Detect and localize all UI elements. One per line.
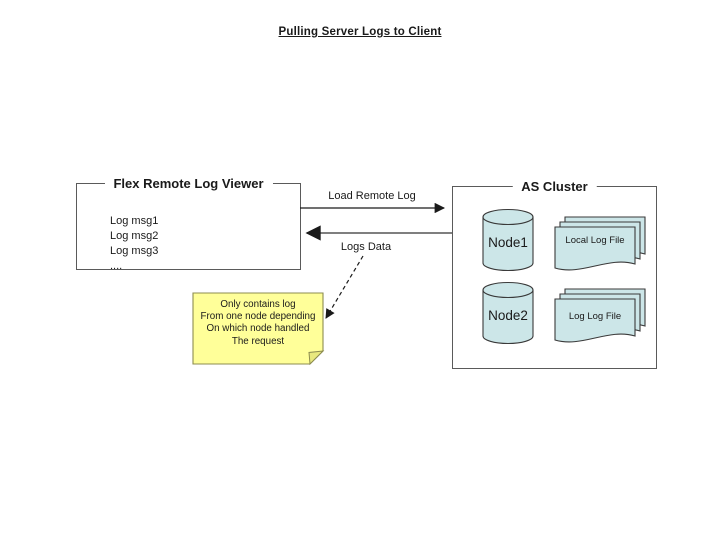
- local-log-file-docs-icon: [554, 216, 646, 271]
- flex-viewer-box: Flex Remote Log Viewer: [76, 176, 301, 270]
- log-line: ....: [110, 260, 123, 272]
- note-line: From one node depending: [200, 311, 316, 323]
- note-annotation-dashed-arrow: [325, 255, 364, 319]
- logs-data-label: Logs Data: [340, 241, 392, 253]
- note-text: Only contains log From one node dependin…: [193, 299, 323, 348]
- note-line: The request: [231, 335, 285, 347]
- note-line: Only contains log: [220, 299, 296, 310]
- node1-label: Node1: [488, 235, 528, 250]
- note-line: On which node handled: [206, 323, 310, 335]
- local-log-file-label: Local Log File: [565, 235, 625, 246]
- load-remote-log-label: Load Remote Log: [328, 190, 416, 202]
- as-cluster-title: AS Cluster: [512, 179, 597, 194]
- log-log-file-docs-icon: [554, 288, 646, 343]
- log-log-file-label: Log Log File: [568, 311, 622, 322]
- log-line: Log msg2: [110, 230, 159, 242]
- node2-label: Node2: [488, 308, 528, 323]
- slide-title: Pulling Server Logs to Client: [278, 26, 442, 38]
- log-line: Log msg1: [110, 215, 159, 227]
- sticky-note: [192, 292, 325, 366]
- flex-viewer-title: Flex Remote Log Viewer: [104, 176, 273, 191]
- node1-cylinder-icon: [482, 208, 534, 272]
- node2-cylinder-icon: [482, 281, 534, 345]
- note-fold-corner: [308, 350, 325, 366]
- log-message-list: Log msg1 Log msg2 Log msg3 ....: [110, 214, 158, 274]
- log-line: Log msg3: [110, 245, 159, 257]
- as-cluster-box: AS Cluster: [452, 179, 657, 369]
